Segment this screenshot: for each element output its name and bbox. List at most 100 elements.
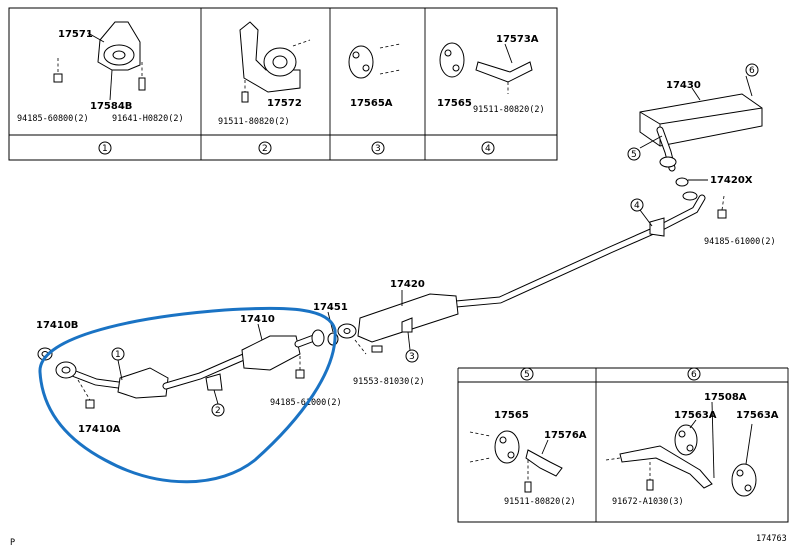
muffler-flange (659, 156, 677, 168)
label-17571: 17571 (58, 29, 93, 40)
section-4-hanger: 17573A 17565 91511-80820(2) (437, 34, 545, 115)
hanger-17565-shape (439, 42, 465, 78)
key-callout-5: 5 (631, 150, 637, 160)
leader-17563A-b (745, 423, 753, 465)
muffler-17430-shape (639, 93, 763, 147)
bushing-hole (112, 50, 126, 60)
catalyst-front-shape (117, 367, 169, 399)
bracket-17573A-shape (475, 61, 533, 83)
dash-3b (379, 69, 401, 75)
hanger-17565A-shape (348, 45, 374, 79)
label-17563A-b: 17563A (736, 410, 779, 421)
nut-17410A-shape (85, 399, 95, 409)
hanger-bracket-3 (401, 317, 413, 333)
bracket-17576A-shape (525, 449, 563, 477)
section-1-bracket: 17571 17584B 94185-60800(2) 91641-H0820(… (17, 21, 184, 124)
hanger-bracket-4 (649, 217, 665, 237)
resonator-shape (357, 293, 459, 343)
bolt-91553-shape (371, 345, 383, 353)
callout-1: 1 (102, 144, 108, 154)
front-pipe-assembly: 17410 17451 17410B 17410A 94185-61000(2)… (36, 302, 348, 484)
label-91511-80820-a: 91511-80820(2) (218, 117, 290, 127)
catalyst-rear-shape (241, 335, 301, 371)
highlight-outline (38, 306, 337, 484)
center-pipe-assembly: 17420 94185-61000(2) 91553-81030(2) 4 3 (337, 191, 776, 387)
hanger-hole-1 (352, 51, 360, 59)
hanger-17563A-a-shape (674, 424, 698, 456)
hanger-17565-hole-1 (444, 49, 452, 57)
label-17420X: 17420X (710, 175, 753, 186)
label-17410: 17410 (240, 314, 275, 325)
leader-17576A (541, 439, 549, 455)
label-17563A-a: 17563A (674, 410, 717, 421)
label-17451: 17451 (313, 302, 348, 313)
leader-callout-2 (213, 389, 219, 405)
center-pipe-17420 (452, 194, 706, 308)
label-17573A: 17573A (496, 34, 539, 45)
leader-callout-1 (117, 359, 123, 381)
key-callout-6: 6 (749, 66, 755, 76)
outlet-flange (311, 329, 325, 347)
hanger-bracket-2 (205, 373, 223, 391)
label-17565-bottom: 17565 (494, 410, 529, 421)
label-91511-80820-c: 91511-80820(2) (504, 497, 576, 507)
callout-6: 6 (691, 370, 697, 380)
label-91641-H0820: 91641-H0820(2) (112, 114, 184, 124)
leader-17563A-a (689, 419, 697, 429)
corner-left-text: P (10, 538, 15, 548)
section-6-hanger: 17508A 17563A 17563A 91672-A1030(3) (605, 392, 779, 507)
section-3-hanger: 17565A (348, 43, 401, 109)
bushing-17572-hole (272, 55, 288, 69)
nut-94185-61000-upper (717, 209, 727, 219)
callout-3: 3 (375, 144, 381, 154)
leader-17584B (109, 69, 113, 101)
bolt-91511-shape-a (241, 91, 249, 103)
key-callout-4: 4 (634, 201, 640, 211)
rear-flange-17420 (682, 191, 698, 201)
bolt-91641-shape (138, 77, 146, 91)
key-callout-1: 1 (115, 350, 121, 360)
label-17584B: 17584B (90, 101, 132, 112)
leader-callout-5 (639, 135, 663, 149)
label-17572: 17572 (267, 98, 302, 109)
top-detail-panel: 17571 17584B 94185-60800(2) 91641-H0820(… (8, 7, 558, 161)
key-callout-2: 2 (215, 406, 221, 416)
corner-right-text: 174763 (756, 534, 787, 544)
hanger-17565-b-shape (494, 430, 520, 464)
label-17410B: 17410B (36, 320, 78, 331)
bottom-detail-panel: 5 6 17565 17576A 91511-80820(2) (457, 367, 789, 523)
top-panel-footer (8, 134, 558, 161)
bracket-17508A-shape (619, 445, 713, 489)
label-17565-top: 17565 (437, 98, 472, 109)
leader-17508A (711, 401, 715, 479)
label-91672-A1030: 91672-A1030(3) (612, 497, 684, 507)
label-91511-80820-b: 91511-80820(2) (473, 105, 545, 115)
leader-17573A (504, 43, 513, 64)
bolt-91672-shape (646, 479, 654, 491)
bottom-panel-frame (457, 381, 789, 523)
key-callout-3: 3 (409, 352, 415, 362)
label-94185-61000-upper: 94185-61000(2) (704, 237, 776, 247)
nut-dash-17410A (77, 379, 91, 401)
leader-callout-4 (639, 209, 653, 227)
label-17576A: 17576A (544, 430, 587, 441)
section-2-bracket: 17572 91511-80820(2) (218, 21, 311, 127)
label-91553-81030: 91553-81030(2) (353, 377, 425, 387)
leader-17430 (691, 87, 701, 101)
nut-94185-shape (53, 73, 63, 83)
muffler-assembly: 17430 17420X 5 6 (627, 63, 763, 187)
callout-5: 5 (524, 370, 530, 380)
dash-3a (379, 43, 401, 49)
label-17420: 17420 (390, 279, 425, 290)
label-17508A: 17508A (704, 392, 747, 403)
leader-callout-3 (407, 331, 411, 351)
callout-2: 2 (262, 144, 268, 154)
bolt-91511-shape-c (524, 481, 532, 493)
leader-17410 (257, 323, 263, 341)
nut-dash-upper (721, 195, 725, 211)
hanger-hole-2 (362, 64, 370, 72)
hanger-17563A-b-shape (731, 463, 757, 497)
hanger-17565-hole-2 (452, 64, 460, 72)
leader-17571 (87, 32, 105, 43)
